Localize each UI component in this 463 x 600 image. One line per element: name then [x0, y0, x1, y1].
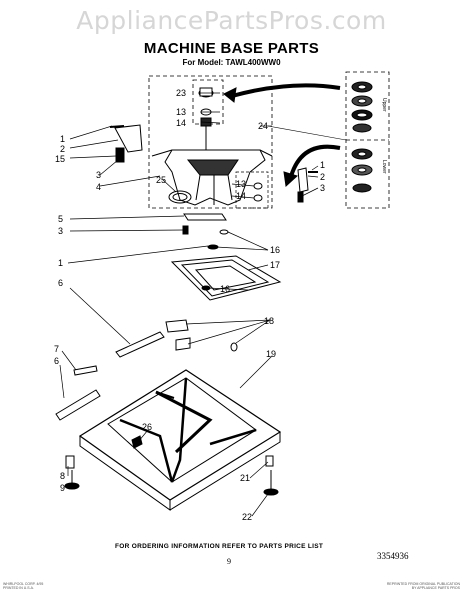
base-frame [170, 229, 282, 301]
watermark: AppliancePartsPros.com [76, 6, 387, 35]
callout-14-right: 14 [236, 191, 246, 201]
callout-1-right: 1 [320, 160, 325, 170]
leveling-legs [64, 435, 279, 496]
cabinet-base [78, 369, 282, 511]
callout-1-lower: 1 [58, 258, 63, 268]
seal-kit-panel [345, 71, 390, 209]
drive-pulley [168, 190, 192, 204]
callout-14: 14 [176, 118, 186, 128]
page-title: MACHINE BASE PARTS [143, 40, 320, 57]
callout-5: 5 [58, 214, 63, 224]
kit-label-lower: Lower [381, 160, 387, 174]
callout-2-right: 2 [320, 172, 325, 182]
gearcase-assembly [151, 149, 273, 206]
callout-18: 18 [264, 316, 274, 326]
model-subtitle: For Model: TAWL400WW0 [182, 58, 281, 67]
callout-16: 16 [270, 245, 280, 255]
callout-3-lower: 3 [58, 226, 63, 236]
document-number: 3354936 [377, 551, 409, 561]
callout-22: 22 [242, 512, 252, 522]
callout-7: 7 [54, 344, 59, 354]
callout-1: 1 [60, 134, 65, 144]
support-rails [55, 319, 238, 421]
callout-9: 9 [60, 483, 65, 493]
callout-13: 13 [176, 107, 186, 117]
callout-17: 17 [270, 260, 280, 270]
callout-3-right: 3 [320, 183, 325, 193]
page-number: 9 [227, 557, 231, 566]
callout-19: 19 [266, 349, 276, 359]
brake-plate [182, 213, 227, 235]
callout-13-right: 13 [236, 179, 246, 189]
seal-bearing-stack [198, 87, 214, 150]
callout-25: 25 [156, 175, 166, 185]
right-fasteners [297, 167, 318, 203]
callout-21: 21 [240, 473, 250, 483]
callout-15: 15 [55, 154, 65, 164]
pointer-arrows [223, 83, 341, 188]
callout-8: 8 [60, 471, 65, 481]
pivot-bracket [109, 124, 143, 163]
callout-26: 26 [142, 422, 152, 432]
fine-print-right: REPRINTED FROM ORIGINAL PUBLICATION BY A… [386, 582, 460, 590]
callout-6-lower: 6 [54, 356, 59, 366]
kit-label-upper: Upper [381, 98, 387, 112]
transmission-assembly-box [148, 75, 273, 209]
ordering-info-note: FOR ORDERING INFORMATION REFER TO PARTS … [115, 543, 324, 550]
callout-2: 2 [60, 144, 65, 154]
callout-16-lower: 16 [220, 284, 230, 294]
callout-3: 3 [96, 170, 101, 180]
callout-4: 4 [96, 182, 101, 192]
callout-24: 24 [258, 121, 268, 131]
callout-leaders [59, 92, 319, 517]
fine-print-left: WHIRLPOOL CORP. 4/95 PRINTED IN U.S.A. [3, 582, 44, 590]
callout-23: 23 [176, 88, 186, 98]
callout-6: 6 [58, 278, 63, 288]
